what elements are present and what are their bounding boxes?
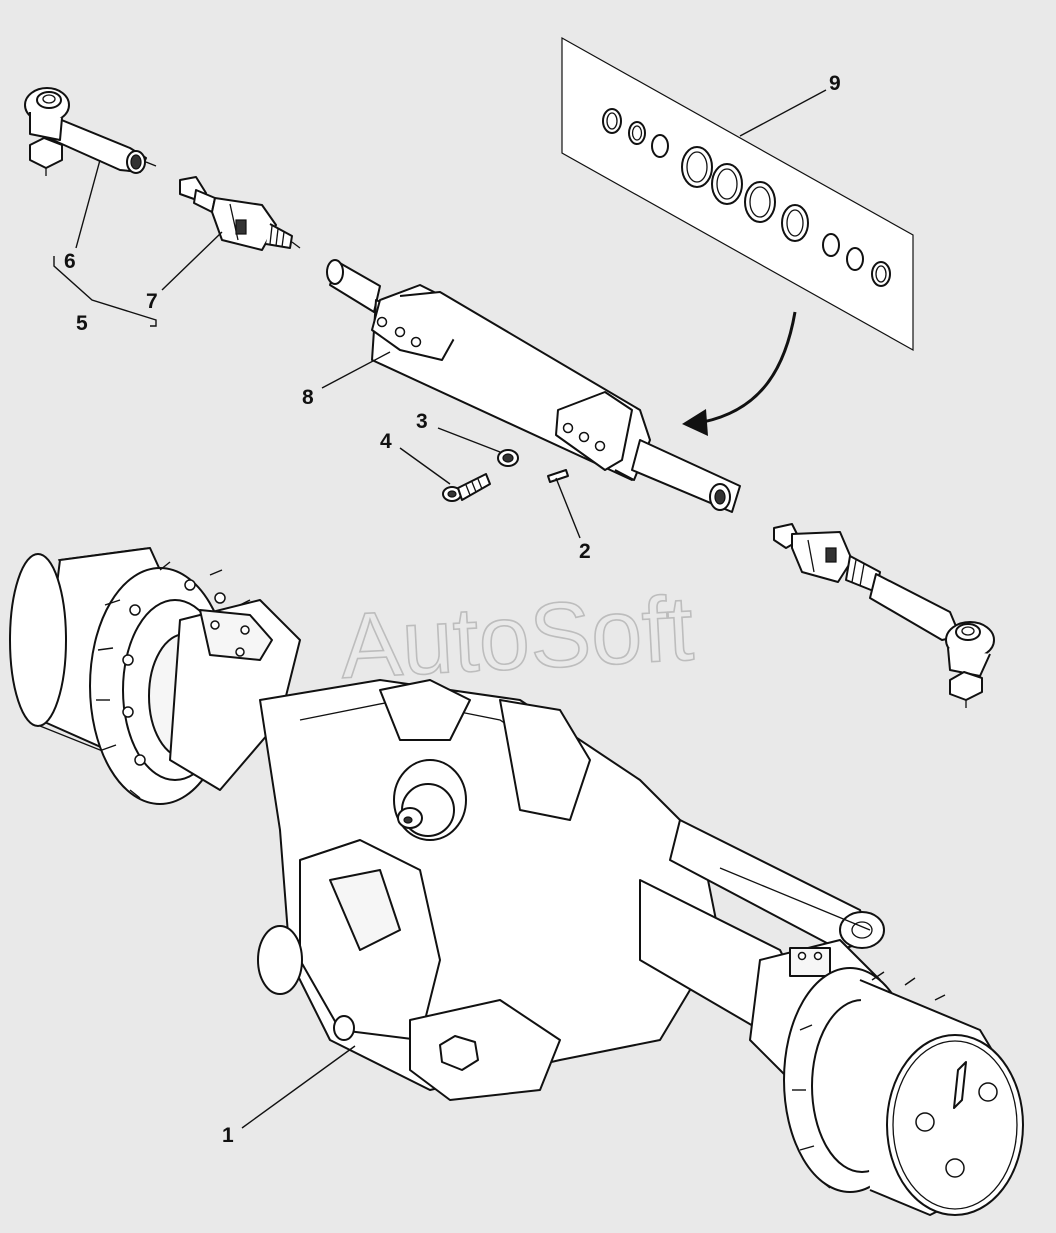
wheel-studs-left [96,561,251,799]
callout-2: 2 [579,540,591,563]
callout-labels: 9 6 7 5 8 3 4 2 1 [64,72,841,1147]
seal-rings [602,108,891,287]
seal-ring [871,261,891,287]
axle-assembly [9,547,1024,1216]
seal-ring [602,108,622,134]
callout-3: 3 [416,410,428,433]
tie-rod-assembly-right [773,523,995,708]
watermark-text: AutoSoft [338,578,696,698]
leader-lines [53,89,827,1129]
callout-1: 1 [222,1124,234,1147]
inner-tie-rod-left [179,176,301,251]
install-arrow [682,311,797,436]
seal-ring [628,121,646,145]
bolt [442,473,491,502]
tie-rod-end-left [24,87,157,176]
nut [497,449,519,467]
seal-ring [846,247,864,271]
callout-8: 8 [302,386,314,409]
callout-6: 6 [64,250,76,273]
wheel-studs-right [792,971,946,1189]
steering-cylinder [326,259,741,513]
seal-ring [651,134,669,158]
callout-5: 5 [76,312,88,335]
callout-9: 9 [829,72,841,95]
seal-ring [822,233,840,257]
callout-4: 4 [380,430,392,453]
callout-7: 7 [146,290,158,313]
seal-kit-panel [561,36,914,352]
pin [547,469,569,483]
